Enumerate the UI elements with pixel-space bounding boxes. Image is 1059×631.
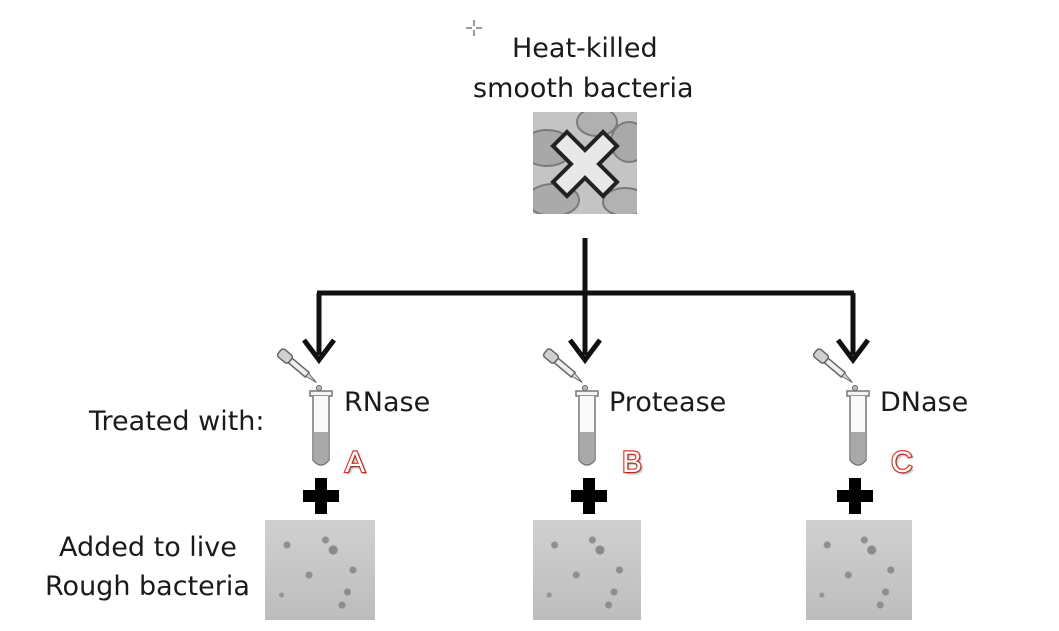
treated-with-label: Treated with:	[89, 406, 265, 437]
rough-bacteria-image	[806, 520, 912, 620]
plus-icon	[303, 478, 339, 518]
branch-letter-a: A	[344, 446, 366, 479]
plus-icon	[837, 478, 873, 518]
dropper-icon	[268, 340, 328, 399]
added-label-line2: Rough bacteria	[45, 571, 250, 602]
test-tube-icon	[575, 390, 599, 476]
rough-bacteria-image	[533, 520, 641, 620]
plus-icon	[571, 478, 607, 518]
rough-bacteria-image	[265, 520, 375, 620]
added-label-line1: Added to live	[59, 532, 237, 563]
crosshair-cursor-icon	[466, 20, 482, 40]
dropper-icon	[804, 340, 864, 399]
top-label-line1: Heat-killed	[512, 33, 658, 64]
enzyme-label-protease: Protease	[609, 387, 727, 418]
enzyme-label-dnase: DNase	[880, 387, 969, 418]
enzyme-label-rnase: RNase	[344, 387, 431, 418]
test-tube-icon	[309, 390, 333, 476]
top-label-line2: smooth bacteria	[473, 73, 694, 104]
test-tube-icon	[846, 390, 870, 476]
x-mark-icon	[550, 129, 620, 199]
branch-letter-c: C	[890, 446, 914, 479]
dropper-icon	[534, 340, 594, 399]
heat-killed-bacteria-image	[533, 112, 637, 214]
branch-letter-b: B	[621, 446, 643, 479]
